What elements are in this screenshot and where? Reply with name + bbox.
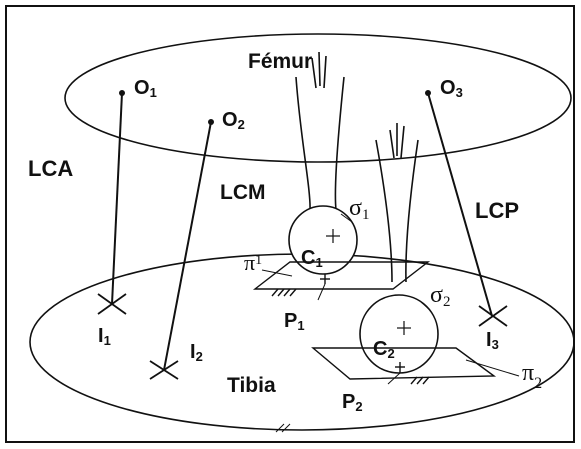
lca-label: LCA [28,156,73,181]
c2-center-mark [397,321,411,335]
sigma2-leader [420,301,431,311]
pi2-label: π2 [522,360,542,392]
sigma1-label: σ1 [349,195,369,223]
condyle-1-shaft [295,51,345,211]
i3-label: I3 [486,329,499,352]
i3-cross [478,305,508,327]
i2-label: I2 [190,341,203,364]
p1-label: P1 [284,310,305,333]
sigma2-label: σ2 [430,282,450,310]
p1-leader [317,283,326,301]
frame-border [5,5,575,443]
p2-leader [387,372,401,385]
tibia-label: Tibia [227,374,276,397]
i2-cross [149,360,179,380]
condyle-1-sphere [288,205,358,275]
o1-dot [119,90,125,96]
o2-label: O2 [222,109,245,132]
c1-center-mark [326,229,340,243]
o1-label: O1 [134,77,157,100]
sigma1-leader [340,213,353,223]
lcp-label: LCP [475,198,519,223]
o2-dot [208,119,214,125]
p2-label: P2 [342,391,363,414]
lca-ligament-line-1 [111,92,123,305]
plane-pi1 [252,261,431,297]
pi2-leader [465,359,520,377]
lcm-label: LCM [220,181,266,204]
c2-label: C2 [373,338,395,361]
pi1-leader [261,269,293,277]
lca-ligament-line-2 [163,121,212,371]
condyle-2-sphere [359,294,439,374]
femur-ellipse [64,33,572,163]
o3-label: O3 [440,77,463,100]
tibia-hatch-marks [275,423,291,433]
o3-dot [425,90,431,96]
c1-label: C1 [301,247,323,270]
lcp-ligament-line [427,92,493,317]
i1-cross [97,293,127,315]
femur-label: Fémur [248,50,312,73]
pi1-label: π1 [244,250,262,275]
plane-pi2 [311,347,497,385]
i1-label: I1 [98,325,111,348]
condyle-2-shaft [375,123,419,283]
